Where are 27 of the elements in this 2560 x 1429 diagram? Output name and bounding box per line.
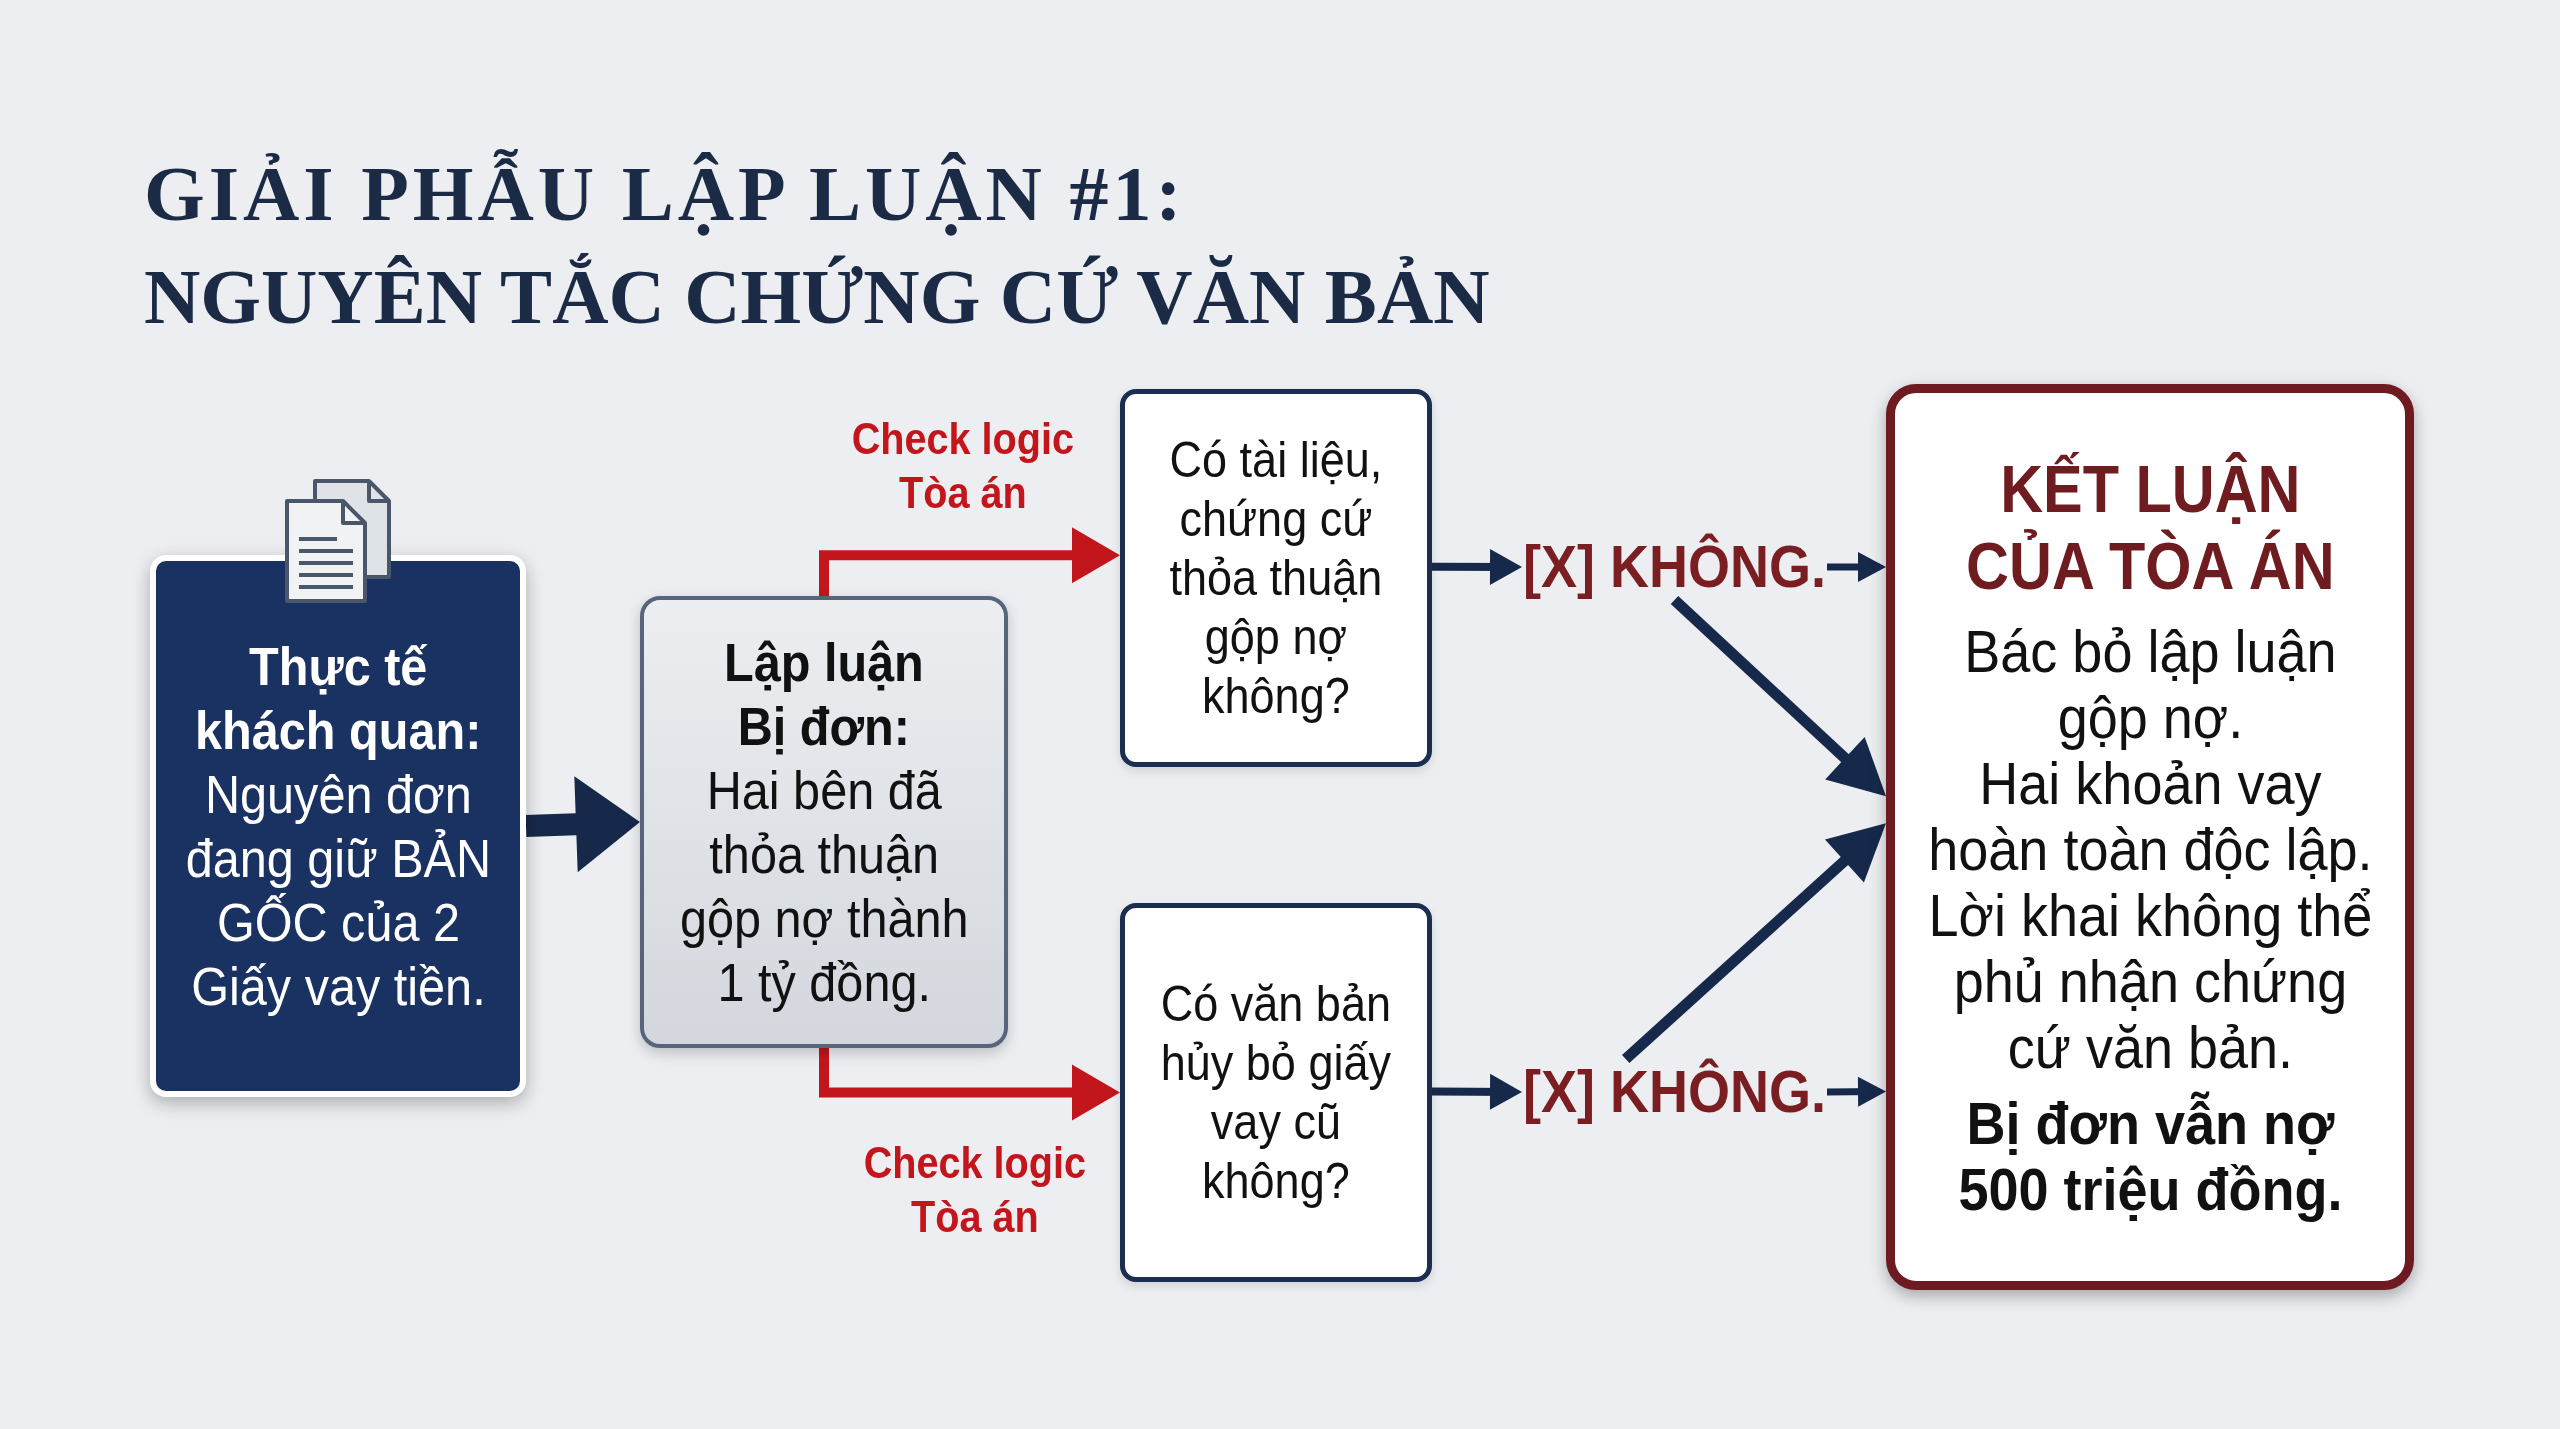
box-text: Hai bên đã thỏa thuận gộp nợ thành 1 tỷ đồng. <box>678 759 970 1014</box>
arrow <box>819 1048 1120 1121</box>
box-text: Lời khai không thể phủ nhận chứng cứ văn bản. <box>1927 883 2373 1081</box>
arrow <box>1826 1076 1887 1107</box>
question-box <box>1120 903 1432 1282</box>
box-heading: KẾT LUẬN CỦA TÒA ÁN <box>1964 451 2336 605</box>
verdict-text: [X] KHÔNG. <box>1522 1059 1827 1125</box>
question-box <box>1120 389 1432 767</box>
verdict-text: [X] KHÔNG. <box>1522 534 1827 600</box>
title: GIẢI PHẪU LẬP LUẬN #1: NGUYÊN TẮC CHỨNG CỨ VĂN BẢN <box>144 148 1491 342</box>
box-text: Bác bỏ lập luận gộp nợ. <box>1962 619 2338 751</box>
arrow <box>1432 548 1522 585</box>
conclusion-box <box>1886 384 2414 1290</box>
box-text: Bị đơn vẫn nợ 500 triệu đồng. <box>1956 1091 2344 1223</box>
box-heading: Lập luận Bị đơn: <box>723 631 925 758</box>
arrow <box>525 776 640 873</box>
arrow <box>1670 595 1886 797</box>
arrow <box>819 527 1120 596</box>
arrow <box>1431 1073 1522 1110</box>
box-text: Nguyên đơn đang giữ BẢN GỐC của 2 Giấy vay tiền. <box>184 763 492 1018</box>
fact-box <box>150 555 526 1097</box>
box-text: Có văn bản hủy bỏ giấy vay cũ không? <box>1159 974 1393 1211</box>
argument-box <box>640 596 1008 1048</box>
box-text: Có tài liệu, chứng cứ thỏa thuận gộp nợ không? <box>1168 430 1384 726</box>
arrow <box>1622 823 1886 1064</box>
box-text: Hai khoản vay hoàn toàn độc lập. <box>1926 751 2374 883</box>
box-heading: Thực tế khách quan: <box>193 635 483 762</box>
